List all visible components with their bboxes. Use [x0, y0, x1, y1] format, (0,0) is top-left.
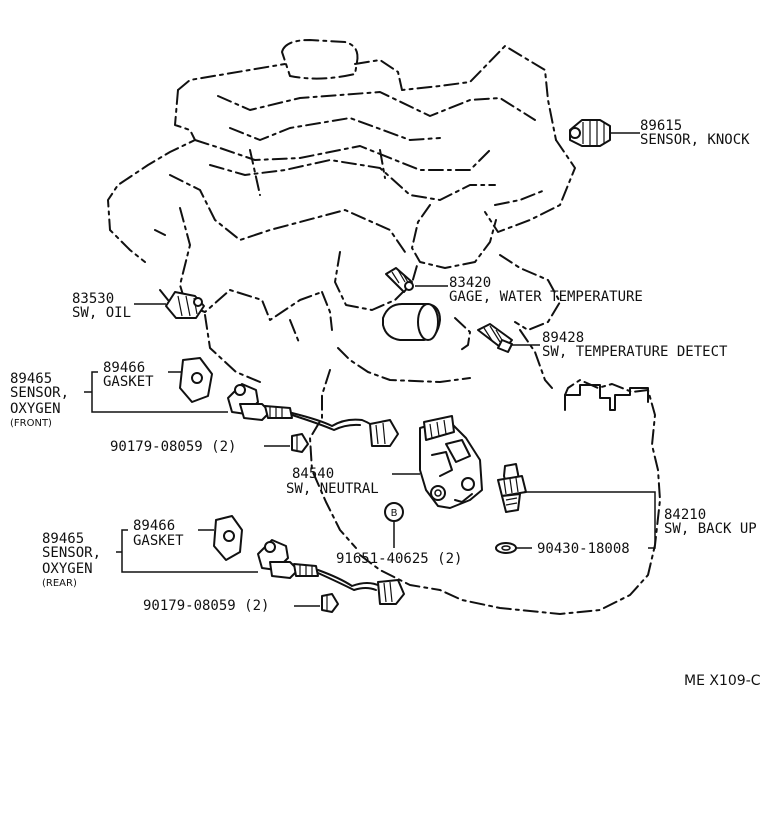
backup-number: 84210: [664, 507, 706, 523]
temp-detect-switch[interactable]: [477, 323, 513, 353]
oxygen-rear-line1: SENSOR,: [42, 545, 101, 561]
oxygen-rear-sub: (REAR): [42, 578, 77, 589]
gasket-front[interactable]: [179, 357, 213, 403]
oxygen-front-line2: OXYGEN: [10, 401, 61, 417]
gasket-rear-name: GASKET: [133, 533, 184, 549]
reference-code: ME X109-C: [684, 673, 761, 689]
gasket-rear[interactable]: [213, 515, 243, 561]
knock-name: SENSOR, KNOCK: [640, 132, 750, 148]
neutral-switch[interactable]: [419, 415, 483, 509]
gasket-rear-number: 89466: [133, 518, 175, 534]
engine-outline: [107, 39, 661, 615]
water-outlet: [382, 303, 441, 341]
oil-switch[interactable]: [165, 291, 205, 319]
water-temp-gage[interactable]: [385, 267, 414, 293]
oil-name: SW, OIL: [72, 305, 131, 321]
backup-bracket: [524, 491, 656, 549]
temp-detect-name: SW, TEMPERATURE DETECT: [542, 344, 728, 360]
bolt-b-label: 91651-40625 (2): [336, 551, 462, 567]
temp-detect-number: 89428: [542, 330, 584, 346]
neutral-name: SW, NEUTRAL: [286, 481, 379, 497]
gasket-front-name: GASKET: [103, 374, 154, 390]
oil-number: 83530: [72, 291, 114, 307]
backup-switch[interactable]: [497, 463, 527, 513]
oxygen-front-bracket: [84, 371, 228, 413]
nut-rear-label: 90179-08059 (2): [143, 598, 269, 614]
trans-case-edge: [564, 384, 649, 411]
badge-letter: B: [391, 508, 398, 519]
oxygen-front-number: 89465: [10, 371, 52, 387]
backup-name: SW, BACK UP: [664, 521, 757, 537]
washer-label: 90430-18008: [537, 541, 630, 557]
oxygen-rear-bracket: [116, 529, 258, 573]
knock-sensor[interactable]: [569, 119, 611, 147]
water-gage-name: GAGE, WATER TEMPERATURE: [449, 289, 643, 305]
gasket-front-number: 89466: [103, 360, 145, 376]
neutral-number: 84540: [292, 466, 334, 482]
nut-rear[interactable]: [321, 593, 339, 613]
washer[interactable]: [495, 542, 517, 554]
oxygen-front-line1: SENSOR,: [10, 385, 69, 401]
oxygen-rear-number: 89465: [42, 531, 84, 547]
water-gage-number: 83420: [449, 275, 491, 291]
nut-front-label: 90179-08059 (2): [110, 439, 236, 455]
nut-front[interactable]: [291, 433, 309, 453]
oxygen-front-sub: (FRONT): [10, 418, 52, 429]
oxygen-sensor-front[interactable]: [227, 383, 399, 447]
bolt-b-badge: B: [384, 502, 404, 522]
oxygen-sensor-rear[interactable]: [257, 539, 405, 605]
knock-number: 89615: [640, 118, 682, 134]
oxygen-rear-line2: OXYGEN: [42, 561, 93, 577]
